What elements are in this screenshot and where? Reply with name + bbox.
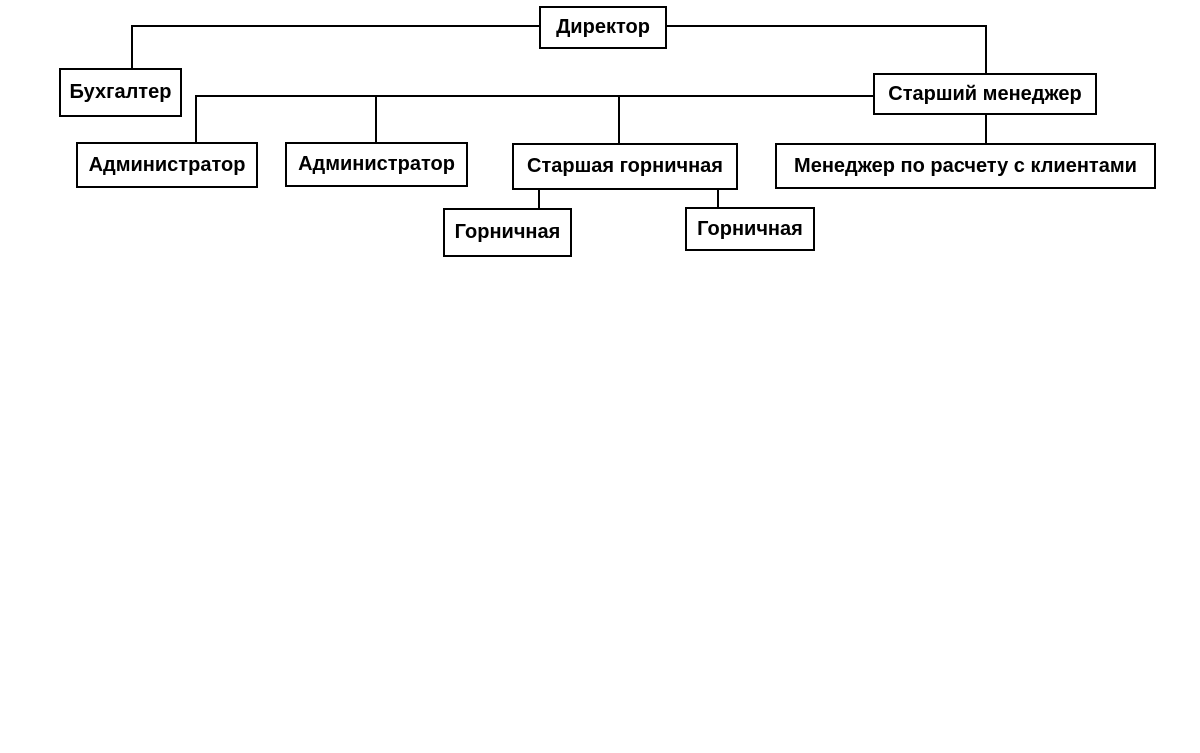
org-node-maid-2: Горничная [685, 207, 815, 251]
org-node-maid-1-label: Горничная [454, 221, 561, 243]
org-node-billing-manager: Менеджер по расчету с клиентами [775, 143, 1156, 189]
org-node-billing-manager-label: Менеджер по расчету с клиентами [794, 154, 1137, 177]
org-node-senior-manager-label: Старший менеджер [888, 82, 1082, 105]
connector-drop-head-maid [618, 95, 620, 143]
connector-senior-manager-children-bus [195, 95, 873, 97]
org-node-senior-manager: Старший менеджер [873, 73, 1097, 115]
connector-director-to-senior-manager-horizontal [667, 25, 987, 27]
org-node-head-maid: Старшая горничная [512, 143, 738, 190]
connector-director-to-accountant-horizontal [131, 25, 539, 27]
org-node-accountant-label: Бухгалтер [69, 81, 172, 103]
org-node-administrator-1-label: Администратор [88, 153, 246, 176]
connector-director-to-senior-manager-vertical [985, 25, 987, 73]
org-node-administrator-2: Администратор [285, 142, 468, 187]
connector-drop-maid-2 [717, 190, 719, 207]
connector-drop-administrator-1 [195, 95, 197, 142]
org-node-maid-1: Горничная [443, 208, 572, 257]
org-node-head-maid-label: Старшая горничная [527, 155, 723, 177]
org-node-administrator-1: Администратор [76, 142, 258, 188]
connector-drop-billing-manager [985, 115, 987, 143]
connector-drop-administrator-2 [375, 95, 377, 142]
org-node-director: Директор [539, 6, 667, 49]
org-node-director-label: Директор [556, 16, 650, 38]
org-node-maid-2-label: Горничная [697, 217, 803, 240]
org-node-administrator-2-label: Администратор [298, 153, 455, 175]
org-node-accountant: Бухгалтер [59, 68, 182, 117]
connector-drop-maid-1 [538, 190, 540, 208]
connector-director-to-accountant-vertical [131, 25, 133, 68]
